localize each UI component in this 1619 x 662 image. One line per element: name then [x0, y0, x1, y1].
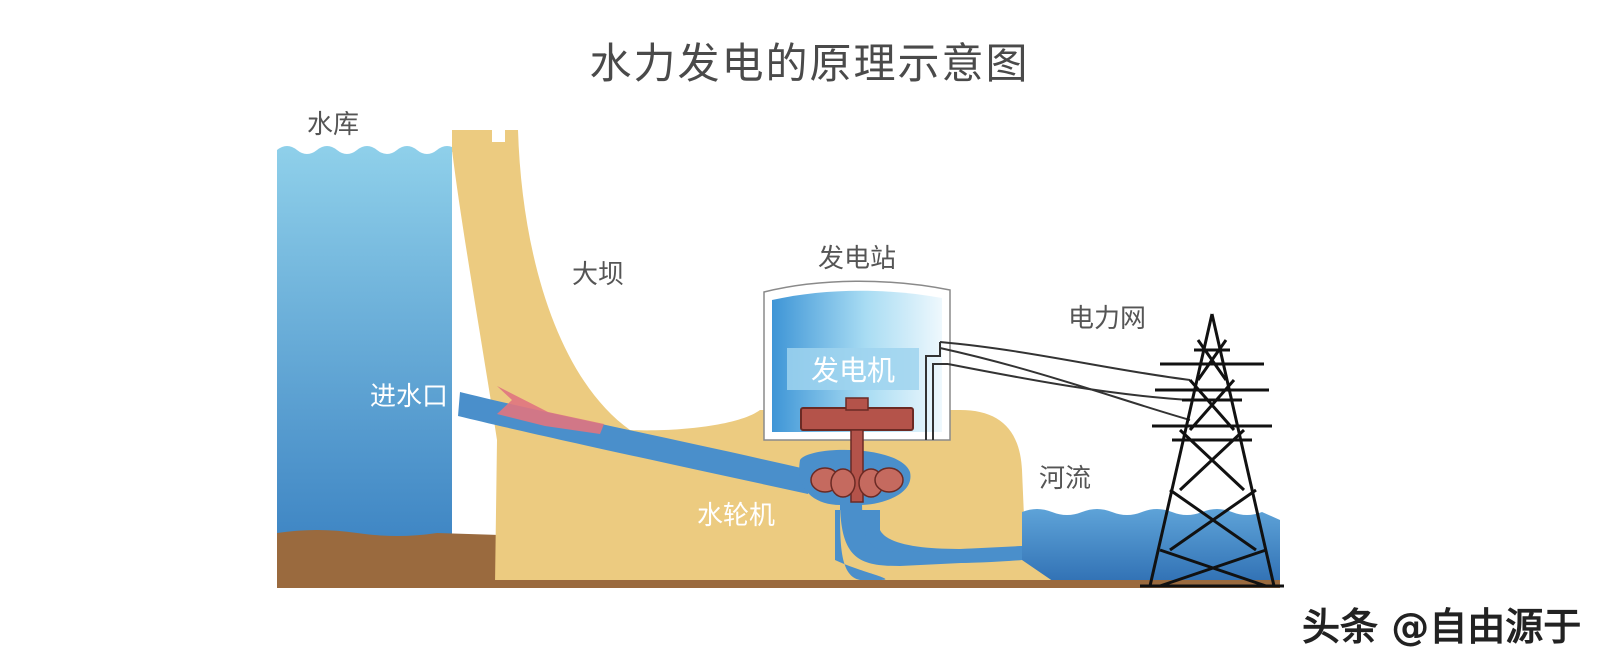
generator-label-box	[787, 348, 919, 390]
label-intake: 进水口	[370, 382, 449, 412]
label-power-station: 发电站	[818, 244, 897, 274]
generator-hub	[845, 397, 869, 411]
label-river: 河流	[1039, 464, 1092, 494]
label-turbine: 水轮机	[697, 501, 776, 531]
turbine-runner	[810, 467, 904, 498]
power-lines	[925, 341, 1191, 440]
reservoir-water	[277, 146, 457, 540]
ground-strip	[495, 580, 1280, 588]
generator-disc	[800, 407, 914, 431]
dam-body	[452, 130, 1150, 584]
inflow-arrow	[497, 386, 604, 434]
reservoir-bed	[277, 530, 500, 588]
river-water	[1022, 509, 1280, 586]
draft-tube	[840, 500, 1022, 566]
label-generator: 发电机	[810, 354, 895, 387]
watermark: 头条 @自由源于	[1302, 605, 1582, 649]
label-power-grid: 电力网	[1068, 304, 1147, 334]
label-dam: 大坝	[572, 260, 625, 290]
diagram-title: 水力发电的原理示意图	[589, 39, 1030, 88]
label-reservoir: 水库	[307, 110, 360, 140]
transmission-tower	[1140, 313, 1284, 588]
